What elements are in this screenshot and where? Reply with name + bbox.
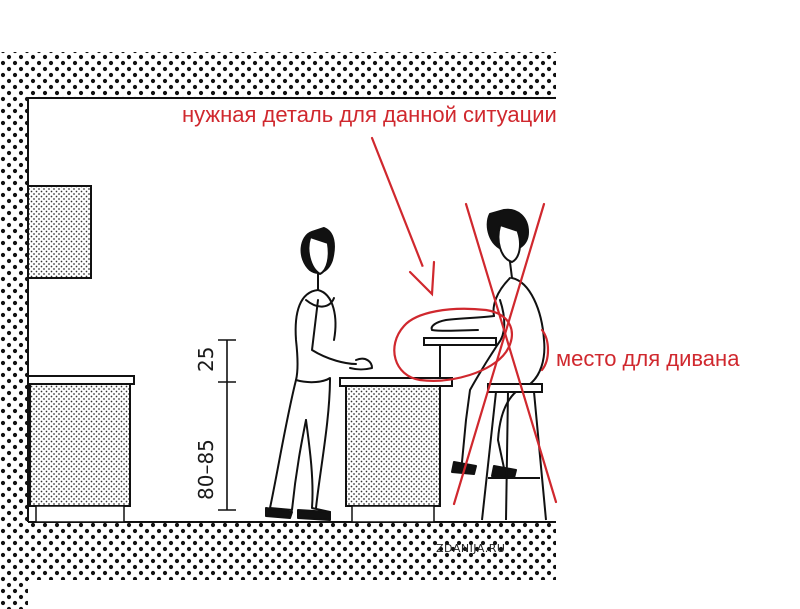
dimension-line (218, 339, 236, 511)
dimension-label-lower: 80–85 (194, 439, 218, 500)
standing-person (265, 227, 373, 521)
annotation-sofa-place: место для дивана (556, 346, 740, 371)
ceiling-wall (0, 52, 556, 98)
highlight-circle (393, 307, 514, 382)
seated-person (430, 208, 546, 479)
arrow-head (408, 260, 436, 297)
wall-cabinet (27, 185, 92, 279)
pointer-arrow (370, 136, 434, 292)
left-wall (0, 52, 28, 609)
cross-line-1 (464, 202, 558, 504)
bar-shelf (423, 337, 497, 378)
dimension-label-upper: 25 (194, 346, 218, 372)
cross-line-2 (452, 202, 546, 506)
floor-slab (0, 522, 556, 580)
bar-stool (481, 383, 547, 521)
bracket-mark (540, 328, 550, 372)
watermark: ZDANIJA.RU (436, 542, 506, 555)
left-counter (27, 375, 135, 523)
center-counter (339, 377, 453, 523)
annotation-needed-detail: нужная деталь для данной ситуации (182, 102, 557, 127)
red-annotations (370, 136, 558, 506)
